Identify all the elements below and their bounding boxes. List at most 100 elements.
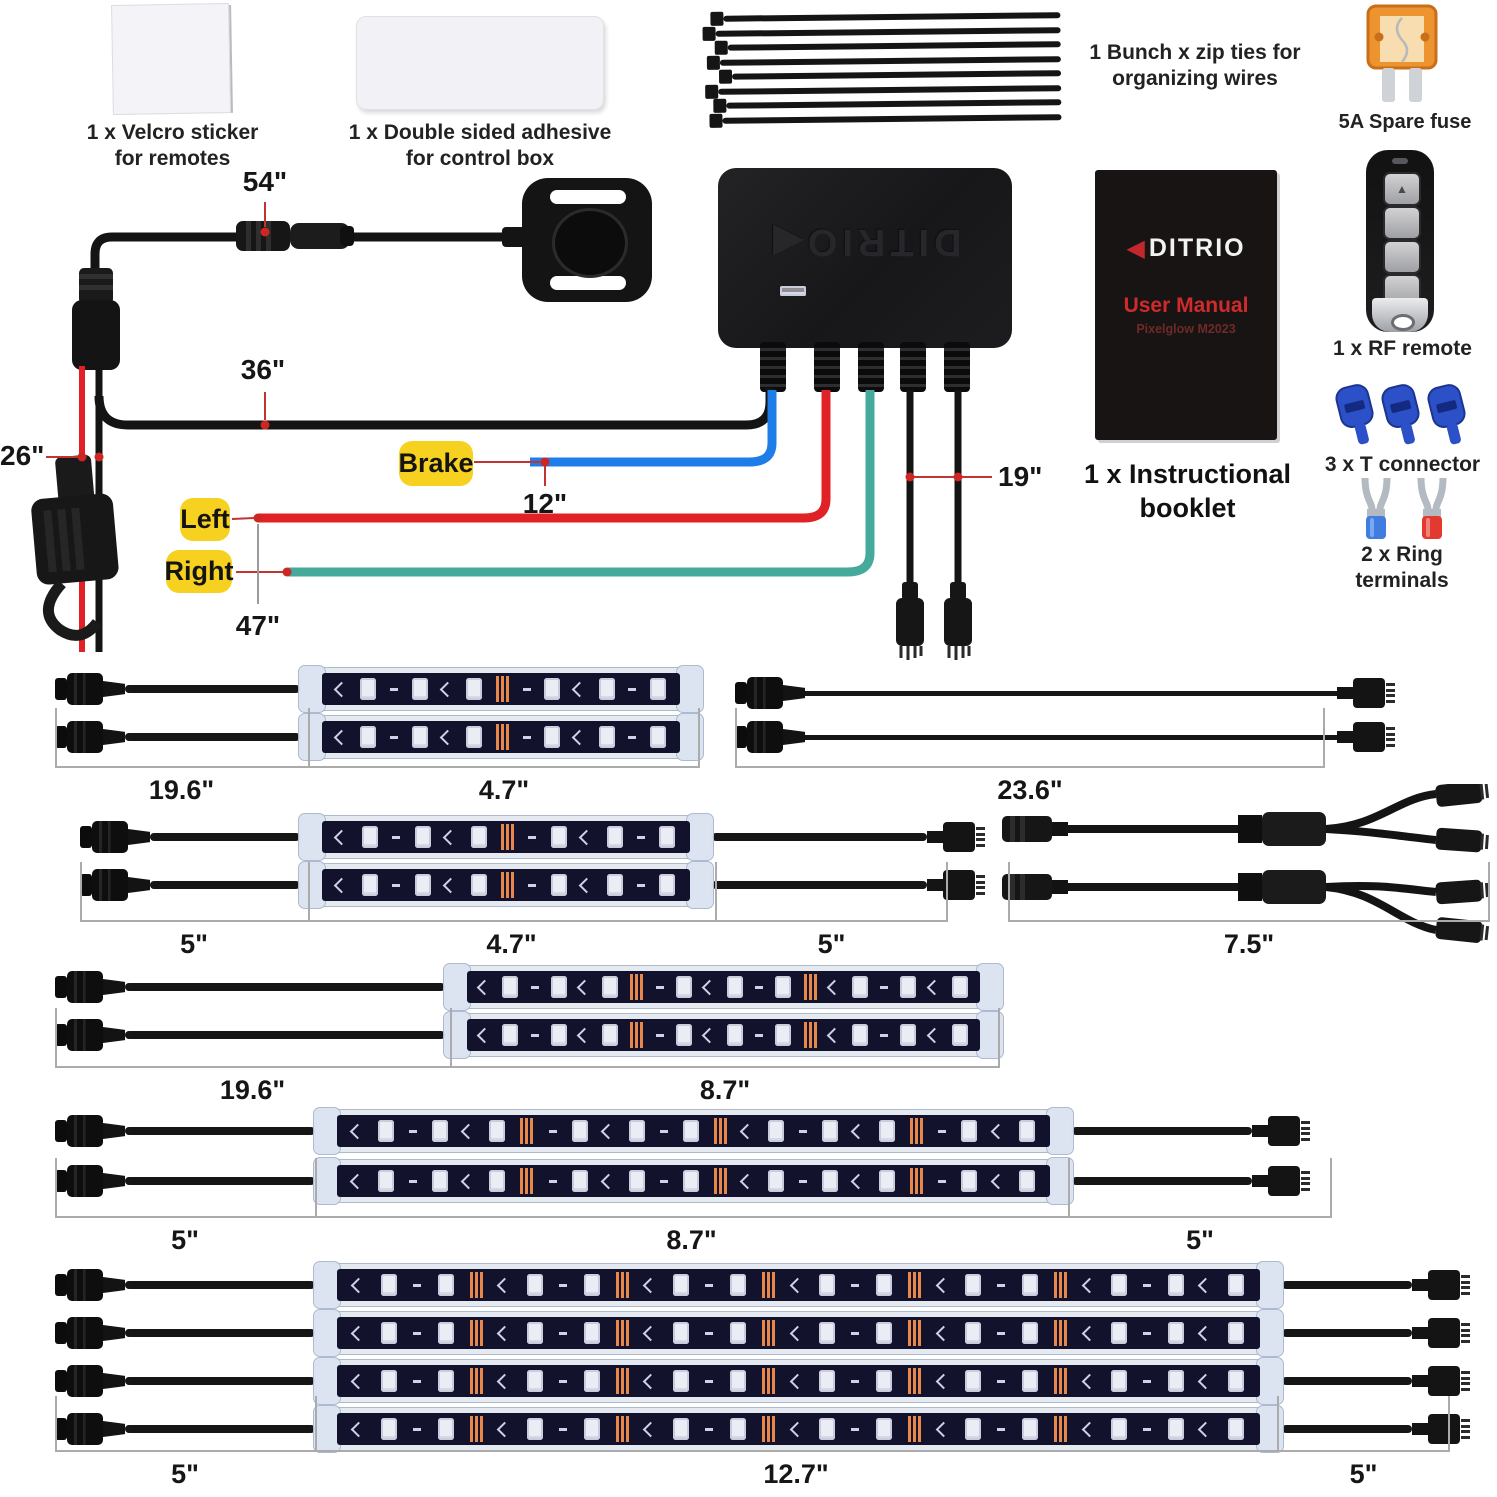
strip-wire xyxy=(125,1425,315,1433)
led-chip xyxy=(466,678,483,700)
plug-neck xyxy=(1252,1125,1268,1137)
pcb-chevron-mark xyxy=(643,1277,659,1293)
plug-pins xyxy=(976,827,985,847)
led-chip xyxy=(729,1274,746,1296)
plug-neck xyxy=(103,1373,125,1389)
solder-pad-group xyxy=(803,1022,817,1048)
led-chip xyxy=(437,1418,454,1440)
pcb-dash-mark xyxy=(390,687,399,691)
plug-tip xyxy=(55,1170,67,1192)
plug-pin xyxy=(1461,1286,1470,1290)
led-strip-assembly xyxy=(55,665,704,713)
led-chip xyxy=(1110,1418,1127,1440)
pcb-dash-mark xyxy=(413,1427,422,1431)
y-splitter xyxy=(1002,784,1490,853)
led-strip-sleeve xyxy=(313,1357,1284,1405)
plug-neck xyxy=(927,831,943,843)
plug-body xyxy=(1428,1366,1460,1396)
strip-wire xyxy=(1282,1377,1412,1385)
plug-body xyxy=(943,870,975,900)
measure-dots xyxy=(77,227,963,577)
pcb-dash-mark xyxy=(628,735,637,739)
pcb-dash-mark xyxy=(880,985,889,989)
strip-wire xyxy=(1072,1177,1252,1185)
measure-label: 5" xyxy=(817,929,846,959)
pcb-chevron-mark xyxy=(739,1123,756,1139)
measure-label: 19.6" xyxy=(219,1075,286,1105)
plug-pin xyxy=(1461,1323,1470,1327)
strip-plug-left xyxy=(735,677,805,709)
pcb-dash-mark xyxy=(390,735,399,739)
sleeve-cap-right xyxy=(1046,1107,1074,1155)
adhesive-caption-line2: for control box xyxy=(405,147,555,171)
led-chip xyxy=(502,976,519,998)
remote-button-1: ▲ xyxy=(1383,172,1421,206)
plug-pin xyxy=(1301,1137,1310,1141)
led-chip xyxy=(526,1418,543,1440)
plug-pin xyxy=(1461,1376,1470,1380)
strip-plug-left xyxy=(55,1365,125,1397)
plug-pin xyxy=(1461,1430,1470,1434)
plug-neck xyxy=(1252,1175,1268,1187)
led-chip xyxy=(1227,1274,1244,1296)
pcb-dash-mark xyxy=(880,1033,889,1037)
pcb-dash-mark xyxy=(799,1179,808,1183)
ring-terminals-image xyxy=(1356,476,1452,540)
strip-plug-left xyxy=(55,721,125,753)
led-chip xyxy=(961,1120,978,1142)
right-badge: Right xyxy=(165,550,234,593)
pcb-dash-mark xyxy=(655,1033,664,1037)
led-chip xyxy=(598,678,615,700)
rf-remote-caption: 1 x RF remote xyxy=(1333,337,1472,360)
control-box-port-1 xyxy=(760,342,786,392)
strip-plug-right xyxy=(1412,1366,1470,1396)
led-chip xyxy=(583,1322,600,1344)
pcb-chevron-mark xyxy=(476,1027,493,1043)
plug-pins xyxy=(1301,1121,1310,1141)
plug-pin xyxy=(1386,732,1395,736)
led-chip xyxy=(1018,1170,1035,1192)
led-chip xyxy=(526,1274,543,1296)
strip-plug-left xyxy=(80,821,150,853)
pcb-chevron-mark xyxy=(1197,1373,1214,1389)
led-chip xyxy=(964,1370,981,1392)
pcb-chevron-mark xyxy=(439,729,455,745)
plug-pin xyxy=(1386,683,1395,687)
solder-pad-group xyxy=(616,1416,630,1442)
pcb-chevron-mark xyxy=(1081,1277,1097,1293)
pcb-chevron-mark xyxy=(600,1123,616,1139)
pcb-chevron-mark xyxy=(935,1325,951,1341)
measure-36: 36" xyxy=(240,354,286,385)
led-strip-pcb xyxy=(337,1165,1050,1197)
sleeve-cap-left xyxy=(313,1357,341,1405)
pcb-chevron-mark xyxy=(576,1027,593,1043)
pcb-chevron-mark xyxy=(926,979,942,995)
led-strip-assembly xyxy=(55,1261,1470,1309)
pcb-dash-mark xyxy=(413,1379,422,1383)
led-chip xyxy=(951,1024,968,1046)
led-strip-pcb xyxy=(337,1115,1050,1147)
measure-bracket-row1-right: 23.6" xyxy=(735,708,1325,805)
double-sided-adhesive-image xyxy=(356,16,604,110)
plug-pin xyxy=(1301,1126,1310,1130)
plug-tip xyxy=(55,976,67,998)
switch-lead-wire xyxy=(90,232,535,281)
plug-pin xyxy=(1386,688,1395,692)
plug-body xyxy=(67,1413,103,1445)
led-chip xyxy=(729,1418,746,1440)
plug-neck xyxy=(783,685,805,701)
plug-tip xyxy=(55,1024,67,1046)
solder-pad-group xyxy=(616,1320,630,1346)
pcb-chevron-mark xyxy=(351,1421,367,1437)
led-chip xyxy=(437,1370,454,1392)
led-chip xyxy=(602,1024,619,1046)
pcb-chevron-mark xyxy=(600,1173,616,1189)
led-strip-assembly xyxy=(80,813,985,861)
solder-pad-group xyxy=(520,1168,534,1194)
t-connectors-image xyxy=(1334,384,1468,448)
pcb-chevron-mark xyxy=(643,1325,659,1341)
plug-pin xyxy=(1301,1171,1310,1175)
switch-wire-stub xyxy=(502,227,528,247)
plug-pin xyxy=(1461,1280,1470,1284)
cable-wire xyxy=(805,734,1337,740)
